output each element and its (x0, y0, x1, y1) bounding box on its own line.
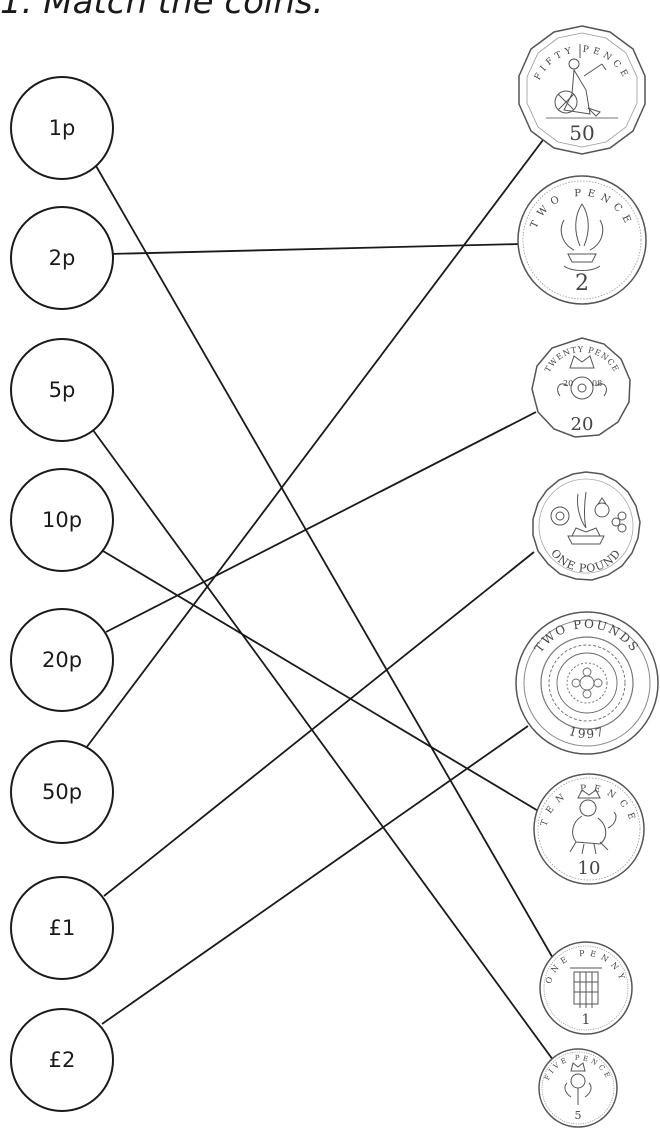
coin-five-pence[interactable]: FIVE PENCE 5 (537, 1047, 619, 1129)
coin-two-pence[interactable]: TWO PENCE 2 (516, 174, 648, 306)
coin-date: 1997 (567, 724, 604, 741)
portcullis-icon (570, 967, 602, 1008)
value-circle-2p[interactable]: 2p (10, 206, 114, 310)
britannia-icon (554, 44, 607, 117)
coin-fifty-pence[interactable]: FIFTY PENCE 50 (516, 24, 648, 156)
match-line (87, 151, 555, 961)
value-circle-10p[interactable]: 10p (10, 468, 114, 572)
match-line (103, 551, 535, 897)
crowned-tudor-rose-icon (557, 355, 607, 400)
value-label: 10p (41, 508, 83, 532)
match-line (105, 411, 537, 633)
value-label: 1p (48, 116, 76, 140)
lion-passant-icon (569, 789, 617, 855)
worksheet-title: 1. Match the coins. (0, 0, 324, 22)
crowned-thistle-icon (564, 1062, 592, 1105)
coin-numeral: 10 (578, 858, 601, 879)
value-label: £2 (48, 1048, 76, 1072)
value-circle-5p[interactable]: 5p (10, 338, 114, 442)
value-circle-20p[interactable]: 20p (10, 608, 114, 712)
coin-numeral: 5 (575, 1109, 582, 1122)
match-line (101, 725, 529, 1025)
coin-one-penny[interactable]: ONE PENNY 1 (538, 940, 634, 1036)
value-circle-50p[interactable]: 50p (10, 740, 114, 844)
value-label: 5p (48, 378, 76, 402)
svg-text:1997: 1997 (567, 724, 606, 741)
value-circle-2-pounds[interactable]: £2 (10, 1008, 114, 1112)
value-label: 20p (41, 648, 83, 672)
coin-numeral: 50 (569, 121, 594, 145)
match-line (89, 425, 557, 1065)
coin-ten-pence[interactable]: TEN PENCE 10 (532, 772, 646, 886)
value-label: 50p (41, 780, 83, 804)
value-circle-1p[interactable]: 1p (10, 76, 114, 180)
coin-two-pounds[interactable]: TWO POUNDS 1997 (514, 610, 660, 756)
value-label: 2p (48, 246, 76, 270)
coin-numeral: 1 (582, 1012, 591, 1028)
value-label: £1 (48, 916, 76, 940)
coin-date-right: 08 (592, 379, 602, 388)
technology-rings-icon (548, 644, 626, 722)
coin-numeral: 20 (571, 414, 594, 435)
match-line (85, 135, 547, 749)
coin-twenty-pence[interactable]: TWENTY PENCE 20 08 20 (530, 336, 634, 440)
coin-one-pound[interactable]: ONE POUND (530, 470, 642, 582)
value-circle-1-pound[interactable]: £1 (10, 876, 114, 980)
coin-numeral: 2 (575, 271, 589, 296)
match-line (97, 547, 541, 813)
match-line (107, 243, 521, 255)
prince-of-wales-feathers-icon (560, 203, 604, 271)
coin-date-left: 20 (563, 379, 573, 388)
rose-leek-thistle-shamrock-icon (550, 491, 627, 545)
